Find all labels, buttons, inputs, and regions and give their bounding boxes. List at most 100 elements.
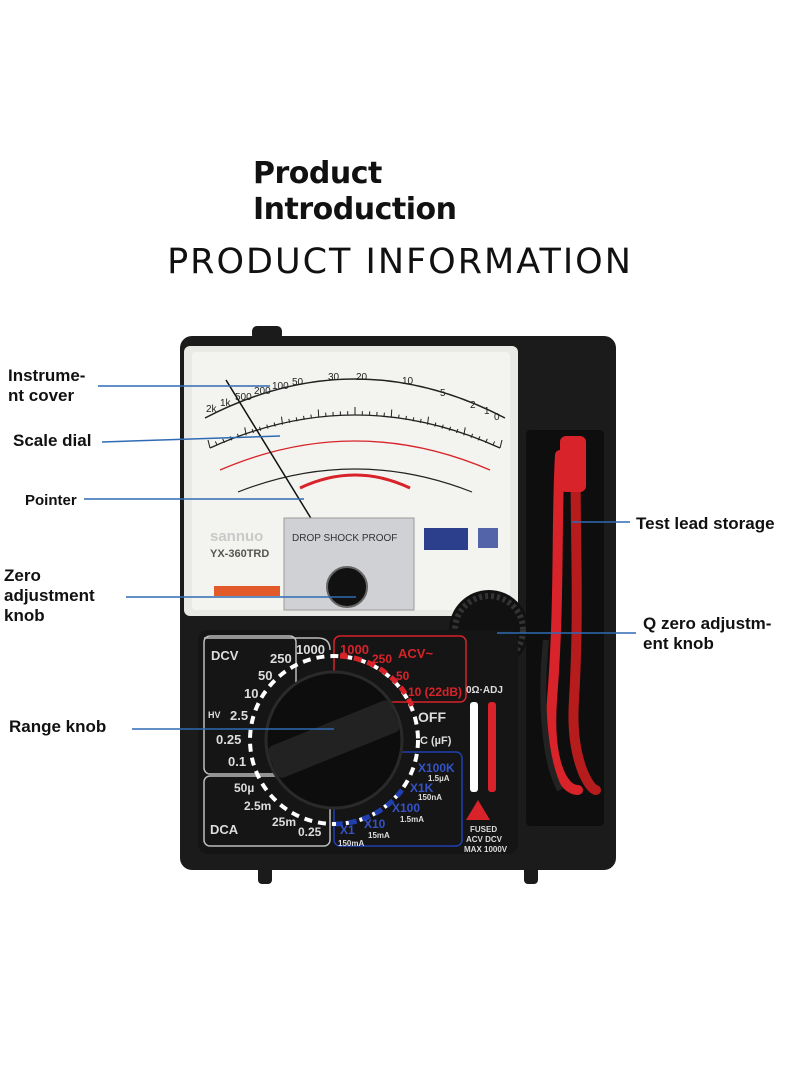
callout-zero-line1: Zero (4, 566, 41, 585)
fp-label (214, 586, 280, 596)
scale-ticks (207, 407, 503, 449)
scale-num-200: 200 (254, 386, 271, 397)
zero-adjustment-knob[interactable] (326, 566, 368, 608)
fused-sub2: MAX 1000V (464, 845, 508, 854)
scale-tick (477, 436, 481, 441)
dca-label: DCA (210, 822, 239, 837)
ohm-x100k: X100K (418, 761, 455, 775)
title-line-2: Introduction (253, 192, 457, 227)
callout-range-knob: Range knob (9, 717, 107, 736)
dca-0-25: 0.25 (298, 825, 322, 839)
dcv-2-5: 2.5 (230, 708, 248, 723)
acv-50: 50 (396, 669, 410, 683)
scale-tick (412, 417, 415, 422)
scale-tick (456, 428, 459, 434)
scale-tick (427, 416, 429, 425)
scale-arc-ohm (204, 378, 506, 419)
ohm-x10: X10 (364, 817, 386, 831)
scale-tick (470, 433, 474, 438)
scale-tick (492, 441, 496, 446)
range-knob-grip[interactable] (266, 699, 401, 780)
dca-2-5m: 2.5m (244, 799, 271, 813)
dcv-0-25: 0.25 (216, 732, 241, 747)
scale-mirror-band (299, 473, 411, 490)
callout-scale-dial: Scale dial (13, 431, 92, 450)
dcv-50: 50 (258, 668, 272, 683)
drop-badge (424, 528, 468, 550)
callout-q-zero-line1: Q zero adjustm- (643, 614, 772, 633)
scale-num-1: 1 (484, 406, 490, 417)
scale-tick (251, 428, 254, 434)
scale-tick (258, 426, 262, 431)
leader-scale-dial (101, 435, 281, 443)
scale-num-1k: 1k (220, 398, 232, 409)
cert-badge (478, 528, 498, 548)
fused-label: FUSED (470, 825, 497, 834)
dcv-1000: 1000 (296, 642, 325, 657)
scale-tick (441, 424, 444, 429)
scale-tick (405, 415, 407, 420)
jack-common (470, 702, 478, 792)
ohm-sub-4: 15mA (368, 831, 390, 840)
callout-zero-line3: knob (4, 606, 45, 625)
callout-q-zero-knob: Q zero adjustm- ent knob (643, 614, 771, 654)
dcv-0-1: 0.1 (228, 754, 246, 769)
scale-tick (295, 417, 298, 422)
scale-tick (310, 414, 312, 419)
ohm-sub-1: 1.5µA (428, 774, 450, 783)
scale-num-20: 20 (356, 372, 368, 383)
foot-left (258, 862, 272, 884)
red-lead-2 (568, 440, 601, 795)
subtitle: PRODUCT INFORMATION (167, 242, 633, 282)
scale-arc-db (237, 468, 473, 493)
jack-positive (488, 702, 496, 792)
dca-box (203, 775, 331, 847)
scale-num-30: 30 (328, 372, 340, 383)
cap-label: C (µF) (420, 735, 452, 747)
foot-right (524, 862, 538, 884)
fused-sub1: ACV DCV (466, 835, 503, 844)
scale-tick (281, 416, 283, 425)
callout-q-zero-line2: ent knob (643, 634, 714, 653)
scale-tick (419, 418, 422, 424)
scale-tick (273, 422, 276, 427)
acv-box (333, 635, 467, 703)
scale-tick (303, 415, 305, 420)
callout-instrument-cover-line1: Instrume- (8, 366, 86, 385)
model-name: YX-360TRD (210, 548, 269, 560)
title-block: Product Introduction (253, 156, 457, 228)
scale-tick (390, 409, 393, 418)
scale-tick (463, 427, 466, 436)
hv-label: HV (208, 710, 221, 720)
shock-proof-text: DROP SHOCK PROOF (292, 533, 397, 544)
brand-name: sannuo (210, 528, 263, 545)
scale-tick (485, 438, 488, 444)
probe-tip (560, 436, 586, 492)
range-ring (248, 654, 420, 826)
off-label: OFF (418, 709, 446, 725)
scale-tick (448, 426, 452, 431)
ohm-x1k: X1K (410, 781, 434, 795)
callout-instrument-cover: Instrume- nt cover (8, 366, 85, 406)
scale-tick (244, 427, 247, 436)
ohm-sub-3: 1.5mA (400, 815, 424, 824)
warning-icon (466, 800, 490, 820)
red-lead (546, 450, 583, 795)
ohm-x1: X1 (340, 823, 355, 837)
scale-num-10: 10 (402, 376, 414, 387)
dcv-10: 10 (244, 686, 258, 701)
scale-num-5: 5 (440, 388, 446, 399)
black-lead (540, 639, 563, 792)
zero-ohm-adj-label: 0Ω·ADJ (466, 685, 503, 696)
scale-tick (288, 418, 291, 424)
scale-num-2k: 2k (206, 404, 218, 415)
acv-10: 10 (22dB) (408, 685, 462, 699)
callout-pointer: Pointer (25, 492, 77, 509)
callout-zero-line2: adjustment (4, 586, 95, 605)
callout-zero-adjustment-knob: Zero adjustment knob (4, 566, 95, 626)
scale-tick (214, 441, 218, 446)
title-line-1: Product (253, 156, 382, 191)
scale-tick (434, 422, 437, 427)
scale-num-2: 2 (470, 400, 476, 411)
